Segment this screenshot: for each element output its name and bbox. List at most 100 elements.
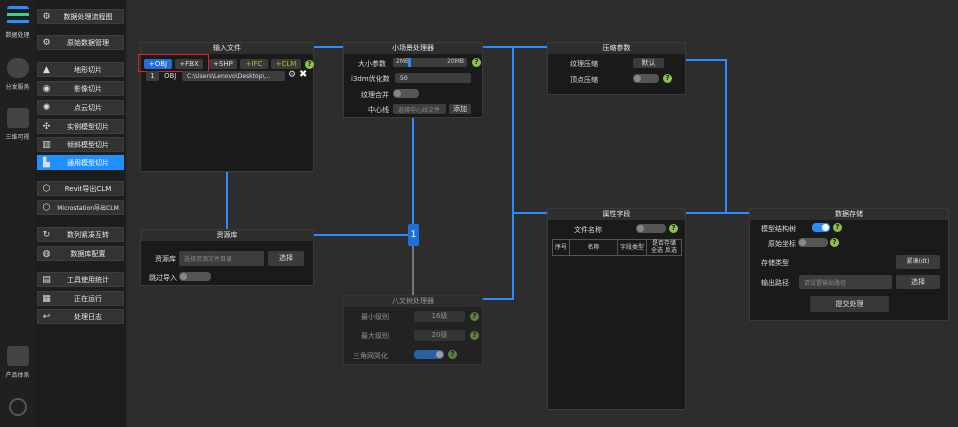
select-all-link[interactable]: 全选 (651, 247, 664, 254)
menu-item-label: 通用模型切片 (67, 158, 109, 167)
min-level-label: 最小级别 (361, 313, 389, 321)
menu-item-4[interactable]: ✺点云切片 (37, 100, 124, 115)
help-icon[interactable]: ? (305, 60, 314, 69)
node-title: 数据存储 (750, 209, 948, 220)
tab-shp[interactable]: +SHP (209, 59, 237, 69)
doc-icon: ▤ (42, 274, 51, 285)
gear-icon[interactable]: ⚙ (288, 70, 297, 80)
menu-item-11[interactable]: ◍数据库配置 (37, 246, 124, 261)
skip-import-label: 跳过导入 (149, 274, 177, 282)
slider-handle[interactable] (408, 58, 411, 67)
min-level-select[interactable]: 16级 (414, 311, 465, 322)
tab-clm[interactable]: +CLM (271, 59, 301, 69)
output-path-label: 输出路径 (761, 279, 789, 287)
rail-globe[interactable] (0, 398, 35, 420)
menu-item-3[interactable]: ◉ 影像切片 (37, 81, 124, 96)
input-file-node[interactable]: 输入文件 +OBJ +FBX +SHP +IFC +CLM ? 1 OBJ C:… (138, 42, 314, 172)
rail-label: 数据处理 (5, 32, 30, 39)
data-storage-node[interactable]: 数据存储 模型结构树 ? 原始坐标 ? 存储类型 紧凑(dt) 输出路径 请设置… (749, 208, 949, 321)
menu-item-label: 数列紧凑互转 (67, 230, 109, 239)
resource-library-node[interactable]: 资源库 资源库 选择资源文件目录 选择 跳过导入 (140, 229, 314, 286)
gear-icon: ⚙ (42, 37, 51, 48)
help-icon[interactable]: ? (470, 331, 479, 340)
menu-item-7[interactable]: ▙ 通用模型切片 (37, 155, 124, 170)
compression-node[interactable]: 压缩参数 纹理压缩 默认 顶点压缩 ? (547, 42, 686, 95)
help-icon[interactable]: ? (448, 350, 457, 359)
menu-item-0[interactable]: ⚙数据处理流程图 (37, 9, 124, 24)
texture-merge-toggle[interactable] (393, 89, 419, 98)
file-type: OBJ (164, 72, 177, 80)
help-icon[interactable]: ? (669, 224, 678, 233)
help-icon[interactable]: ? (830, 238, 839, 247)
close-icon[interactable]: ✖ (299, 69, 308, 80)
attribute-table-header: 序号 名称 字段类型 是否存储全选 反选 (552, 239, 682, 256)
max-level-select[interactable]: 20级 (414, 330, 465, 341)
menu-item-2[interactable]: ▲ 地形切片 (37, 62, 124, 77)
menu-item-9[interactable]: ⬡ Microstation导出CLM (37, 200, 124, 215)
menu-item-14[interactable]: ↩处理日志 (37, 309, 124, 324)
vertex-compress-toggle[interactable] (633, 74, 659, 83)
model-tree-toggle[interactable] (812, 223, 830, 232)
menu-item-13[interactable]: ▦正在运行 (37, 291, 124, 306)
rail-products[interactable]: 产品体系 (0, 346, 35, 379)
attribute-field-node[interactable]: 属性字段 文件名称 ? 序号 名称 字段类型 是否存储全选 反选 (547, 208, 686, 410)
menu-item-10[interactable]: ↻数列紧凑互转 (37, 227, 124, 242)
rail-label: 产品体系 (5, 372, 30, 379)
tri-simplify-toggle[interactable] (414, 350, 444, 359)
junction-node[interactable]: 1 (408, 224, 419, 246)
menu-item-label: 影像切片 (74, 84, 102, 93)
file-path[interactable]: C:\Users\Lenovo\Desktop\... (182, 71, 285, 81)
menu-item-1[interactable]: ⚙原始数据管理 (37, 35, 124, 50)
help-icon[interactable]: ? (833, 223, 842, 232)
max-level-label: 最大级别 (361, 332, 389, 340)
model-icon: ▙ (43, 157, 50, 168)
col-store: 是否存储全选 反选 (647, 240, 681, 255)
menu-item-6[interactable]: ▥倾斜模型切片 (37, 137, 124, 152)
wire-compress-to-storage (686, 59, 749, 214)
choose-output-button[interactable]: 选择 (896, 275, 940, 289)
menu-item-12[interactable]: ▤工具使用统计 (37, 272, 124, 287)
rail-distribution[interactable]: 分发服务 (0, 58, 35, 91)
tab-fbx[interactable]: +FBX (175, 59, 203, 69)
invert-link[interactable]: 反选 (664, 247, 677, 254)
app-rail: 数据处理 分发服务 三维可视 产品体系 (0, 0, 35, 427)
centerline-input[interactable]: 选择中心线文件 (393, 104, 446, 114)
menu-item-label: 正在运行 (74, 294, 102, 303)
texture-compress-select[interactable]: 默认 (633, 58, 664, 68)
tri-simplify-label: 三角网简化 (353, 352, 388, 360)
storage-type-select[interactable]: 紧凑(dt) (896, 255, 940, 269)
menu-item-5[interactable]: ✣实例模型切片 (37, 119, 124, 134)
menu-item-label: 地形切片 (74, 65, 102, 74)
pointcloud-icon: ✺ (42, 102, 51, 113)
help-icon[interactable]: ? (472, 58, 481, 67)
help-icon[interactable]: ? (470, 312, 479, 321)
rail-data-processing[interactable]: 数据处理 (0, 6, 35, 39)
globe-icon: ◉ (42, 83, 51, 94)
octree-node[interactable]: 八叉树处理器 最小级别 16级 ? 最大级别 20级 ? 三角网简化 ? (343, 295, 483, 365)
menu-item-8[interactable]: ⬡Revit导出CLM (37, 181, 124, 196)
tab-obj[interactable]: +OBJ (144, 59, 172, 69)
terrain-icon: ▲ (43, 64, 50, 75)
add-button[interactable]: 添加 (449, 104, 471, 114)
storage-type-label: 存储类型 (761, 259, 789, 267)
help-icon[interactable]: ? (663, 74, 672, 83)
file-name-toggle[interactable] (636, 224, 666, 233)
i3dm-input[interactable]: 50 (395, 73, 471, 83)
skip-import-toggle[interactable] (179, 272, 211, 281)
submit-button[interactable]: 提交处理 (810, 296, 889, 312)
output-path-input[interactable]: 请设置输出路径 (799, 275, 892, 289)
node-title: 输入文件 (141, 43, 313, 54)
original-coord-label: 原始坐标 (768, 240, 796, 248)
original-coord-toggle[interactable] (798, 238, 828, 247)
library-input[interactable]: 选择资源文件目录 (179, 251, 264, 266)
centerline-label: 中心线 (368, 106, 389, 114)
choose-library-button[interactable]: 选择 (268, 251, 304, 266)
cube-icon: ⬡ (42, 202, 51, 213)
menu-item-label: Microstation导出CLM (57, 205, 119, 212)
texture-merge-label: 纹理合并 (361, 91, 389, 99)
node-title: 资源库 (141, 230, 313, 241)
rail-visualization[interactable]: 三维可视 (0, 108, 35, 141)
tab-ifc[interactable]: +IFC (240, 59, 268, 69)
